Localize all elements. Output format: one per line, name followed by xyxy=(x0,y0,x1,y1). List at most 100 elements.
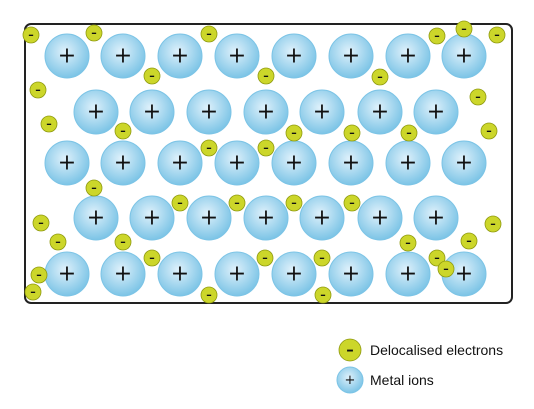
electron-circle xyxy=(29,81,47,99)
metal-ion: + xyxy=(271,140,317,186)
minus-sign: – xyxy=(291,126,297,139)
delocalised-electron: – xyxy=(488,26,506,44)
plus-sign: + xyxy=(171,151,189,176)
minus-sign: – xyxy=(149,69,155,82)
plus-sign: + xyxy=(200,206,218,231)
plus-sign: + xyxy=(427,100,445,125)
electron-circle xyxy=(455,20,473,38)
delocalised-electron: – xyxy=(114,233,132,251)
delocalised-electron: – xyxy=(143,249,161,267)
plus-sign: + xyxy=(455,151,473,176)
electron-circle xyxy=(343,124,361,142)
legend-electron-swatch: – xyxy=(338,338,362,362)
minus-sign: – xyxy=(461,22,467,35)
metal-ion: + xyxy=(299,195,345,241)
ion-circle xyxy=(385,33,431,79)
minus-sign: – xyxy=(36,268,42,281)
ion-circle xyxy=(157,140,203,186)
metal-ion: + xyxy=(157,140,203,186)
ion-circle xyxy=(243,89,289,135)
delocalised-electron: – xyxy=(257,139,275,157)
plus-sign: + xyxy=(114,151,132,176)
electron-circle xyxy=(313,249,331,267)
plus-sign: + xyxy=(58,262,76,287)
metal-ion: + xyxy=(100,33,146,79)
electron-circle xyxy=(437,260,455,278)
plus-sign: + xyxy=(200,100,218,125)
electron-circle xyxy=(200,139,218,157)
minus-sign: – xyxy=(443,262,449,275)
plus-sign: + xyxy=(228,44,246,69)
ion-circle xyxy=(214,140,260,186)
plus-sign: + xyxy=(171,44,189,69)
delocalised-electron: – xyxy=(313,249,331,267)
metal-ion: + xyxy=(357,195,403,241)
ion-circle xyxy=(299,195,345,241)
metal-ion: + xyxy=(186,195,232,241)
plus-sign: + xyxy=(427,206,445,231)
minus-sign: – xyxy=(349,196,355,209)
ion-circle xyxy=(100,140,146,186)
minus-sign: – xyxy=(28,28,34,41)
metal-ion: + xyxy=(328,140,374,186)
ion-circle xyxy=(413,195,459,241)
electron-circle xyxy=(40,115,58,133)
electron-circle xyxy=(400,124,418,142)
electron-circle xyxy=(22,26,40,44)
electron-circle xyxy=(171,194,189,212)
electron-circle xyxy=(49,233,67,251)
metal-ion: + xyxy=(385,140,431,186)
electron-circle xyxy=(143,249,161,267)
metal-ion: + xyxy=(186,89,232,135)
electron-circle xyxy=(285,124,303,142)
plus-sign: + xyxy=(143,206,161,231)
metal-ion: + xyxy=(271,33,317,79)
minus-sign: – xyxy=(177,196,183,209)
minus-sign: – xyxy=(486,124,492,137)
minus-sign: – xyxy=(55,235,61,248)
plus-sign: + xyxy=(342,44,360,69)
plus-sign: + xyxy=(228,151,246,176)
minus-sign: – xyxy=(263,69,269,82)
delocalised-electron: – xyxy=(200,286,218,304)
minus-sign: – xyxy=(120,124,126,137)
delocalised-electron: – xyxy=(24,283,42,301)
metal-ion: + xyxy=(357,89,403,135)
delocalised-electron: – xyxy=(257,67,275,85)
plus-sign: + xyxy=(455,262,473,287)
minus-sign: – xyxy=(466,234,472,247)
minus-sign: – xyxy=(291,196,297,209)
metal-ion: + xyxy=(100,140,146,186)
minus-sign: – xyxy=(490,217,496,230)
plus-sign: + xyxy=(313,206,331,231)
minus-sign: – xyxy=(120,235,126,248)
electron-circle xyxy=(85,24,103,42)
minus-sign: – xyxy=(35,83,41,96)
delocalised-electron: – xyxy=(85,24,103,42)
delocalised-electron: – xyxy=(200,139,218,157)
electron-circle xyxy=(428,27,446,45)
minus-sign: – xyxy=(434,251,440,264)
electron-circle xyxy=(285,194,303,212)
ion-circle xyxy=(413,89,459,135)
ion-circle xyxy=(73,89,119,135)
ion-circle xyxy=(100,33,146,79)
electron-circle xyxy=(399,234,417,252)
plus-sign: + xyxy=(58,151,76,176)
ion-circle xyxy=(357,195,403,241)
delocalised-electron: – xyxy=(455,20,473,38)
electron-circle xyxy=(469,88,487,106)
minus-sign: – xyxy=(206,27,212,40)
minus-sign: – xyxy=(206,141,212,154)
minus-sign: – xyxy=(149,251,155,264)
plus-sign: + xyxy=(455,44,473,69)
plus-sign: + xyxy=(399,44,417,69)
delocalised-electron: – xyxy=(22,26,40,44)
ion-circle xyxy=(44,33,90,79)
delocalised-electron: – xyxy=(49,233,67,251)
plus-sign: + xyxy=(257,206,275,231)
metal-ions-group: ++++++++++++++++++++++++++++++++++++++ xyxy=(44,33,487,297)
plus-sign: + xyxy=(87,206,105,231)
metal-ion: + xyxy=(328,33,374,79)
